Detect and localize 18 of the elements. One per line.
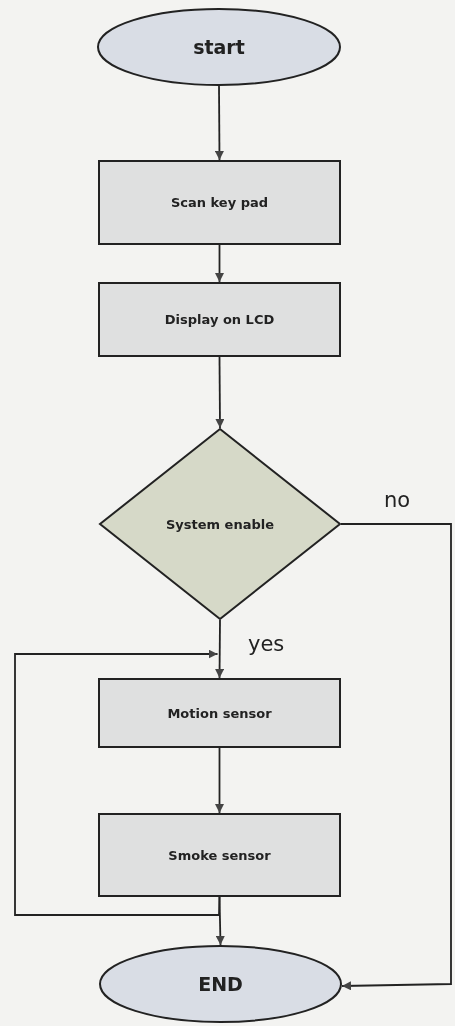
process-box (98, 678, 341, 748)
process-box (98, 160, 341, 245)
process-box (98, 813, 341, 897)
node-label: Scan key pad (170, 195, 269, 210)
node-label: System enable (165, 516, 275, 532)
arrow (215, 747, 224, 814)
process-box (98, 282, 341, 357)
arrow (340, 523, 452, 991)
node-label: Smoke sensor (168, 847, 271, 863)
node-label: END (198, 973, 243, 995)
node-label: Display on LCD (164, 312, 275, 327)
node-label: Motion sensor (167, 705, 272, 721)
arrow (215, 619, 225, 679)
node-label: start (193, 36, 245, 58)
arrow (214, 85, 224, 161)
arrow (14, 649, 221, 916)
arrow (215, 244, 224, 283)
arrow (215, 356, 225, 429)
